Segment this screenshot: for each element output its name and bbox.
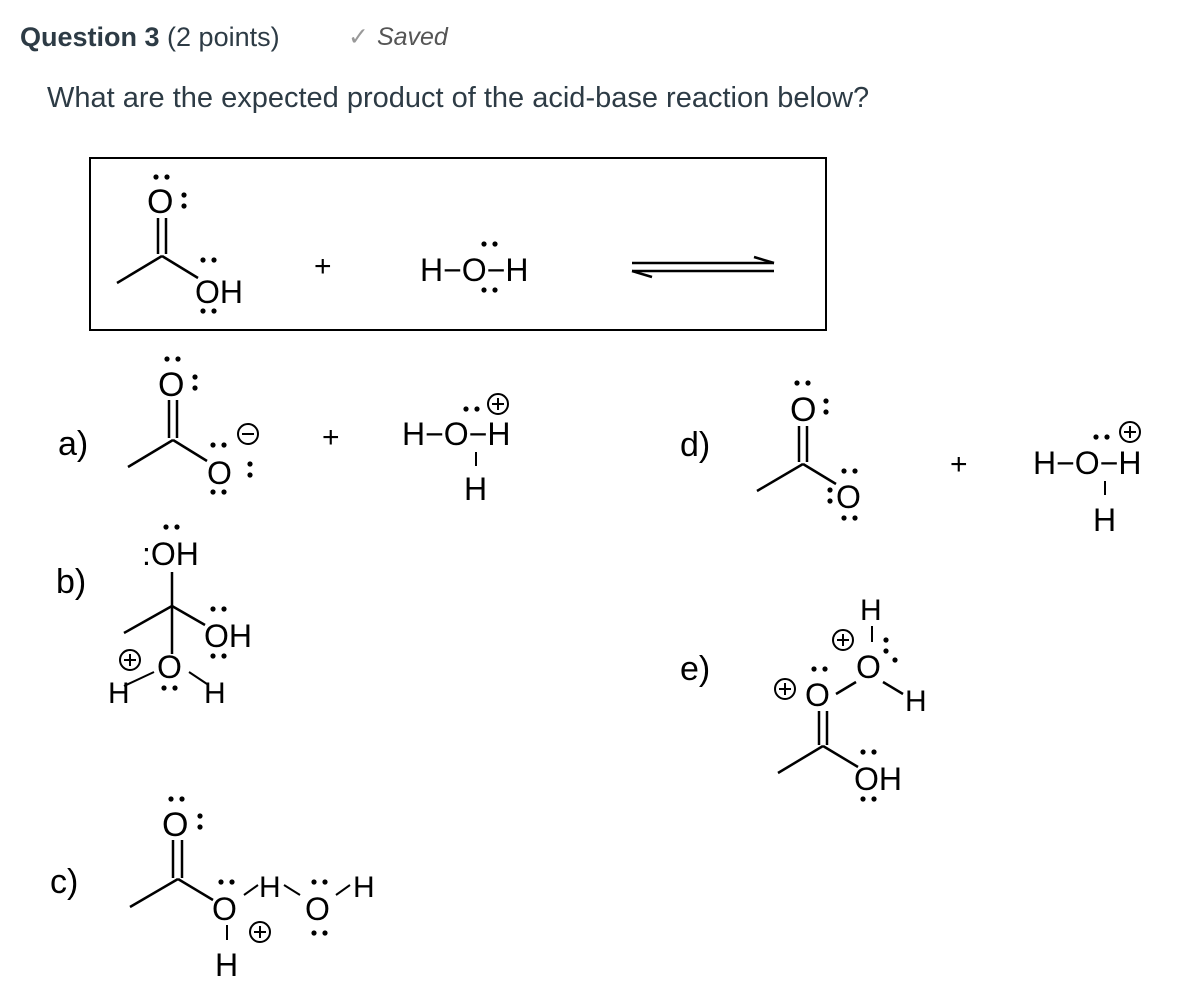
equilibrium-arrow (631, 255, 775, 279)
acetic-acid (116, 218, 199, 285)
svg-text:H−O−H: H−O−H (1033, 445, 1141, 481)
svg-text:O: O (207, 455, 232, 491)
svg-text:O: O (856, 649, 881, 685)
svg-text:H: H (464, 471, 487, 507)
svg-text:O: O (836, 479, 861, 515)
svg-text:+: + (950, 448, 968, 481)
svg-text:OH: OH (204, 618, 252, 654)
svg-text:H: H (215, 947, 238, 983)
reaction-box: O OH + H−O−H (89, 157, 827, 331)
question-prompt: What are the expected product of the aci… (47, 82, 870, 114)
svg-text:H: H (905, 685, 927, 718)
svg-text:H: H (353, 871, 375, 904)
option-c-label: c) (50, 863, 78, 901)
checkmark-icon: ✓ (348, 23, 369, 51)
svg-text:O: O (790, 391, 816, 429)
option-e-label: e) (680, 650, 710, 688)
svg-text:OH: OH (195, 274, 243, 310)
option-b[interactable]: b) :OH OH O H H (56, 524, 252, 710)
svg-text:H: H (860, 594, 882, 627)
question-points: (2 points) (167, 22, 280, 52)
svg-text:H: H (108, 677, 130, 710)
svg-text:O: O (305, 891, 330, 927)
option-d-label: d) (680, 426, 710, 464)
option-e[interactable]: e) O O H H OH (680, 594, 927, 802)
svg-text:O: O (147, 183, 173, 221)
svg-text:O: O (162, 806, 188, 844)
svg-text:H: H (259, 871, 281, 904)
option-a[interactable]: a) O O + H−O−H H (58, 356, 510, 507)
saved-status: ✓Saved (348, 22, 448, 52)
svg-text:O: O (157, 649, 182, 685)
option-a-label: a) (58, 425, 88, 463)
svg-text:H: H (1093, 502, 1116, 538)
svg-text:H: H (204, 677, 226, 710)
option-c[interactable]: c) O O H H O H (50, 796, 375, 983)
svg-text:OH: OH (854, 761, 902, 797)
svg-text:O: O (212, 891, 237, 927)
saved-label: Saved (376, 23, 448, 51)
svg-text:+: + (322, 421, 340, 454)
svg-text:O: O (158, 366, 184, 404)
option-d[interactable]: d) O O + H−O−H H (680, 380, 1141, 538)
option-b-label: b) (56, 563, 86, 601)
water-reactant: H−O−H (420, 252, 528, 288)
svg-text::OH: :OH (142, 536, 199, 572)
reaction-plus: + (314, 250, 332, 283)
svg-text:H−O−H: H−O−H (402, 416, 510, 452)
question-title: Question 3 (20, 22, 160, 52)
question-header: Question 3 (2 points) (20, 18, 280, 56)
svg-text:O: O (805, 677, 830, 713)
